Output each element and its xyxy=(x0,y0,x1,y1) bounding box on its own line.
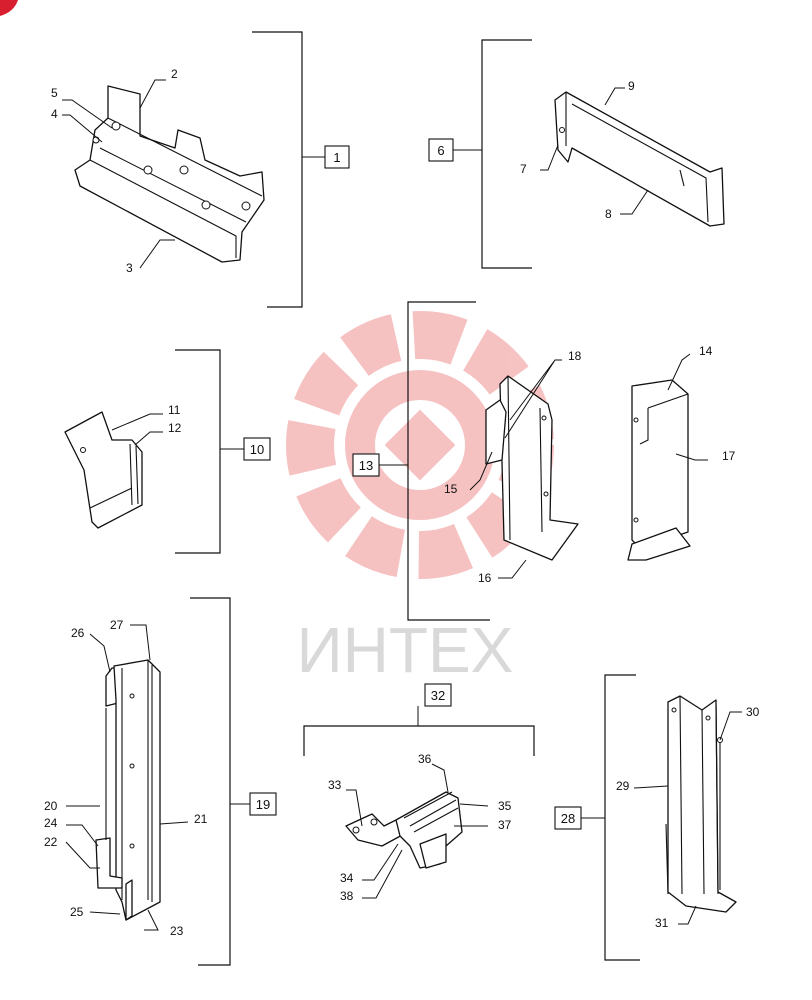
callout-7: 7 xyxy=(520,162,527,176)
callout-23: 23 xyxy=(170,924,184,938)
watermark-text: ИНТЕХ xyxy=(297,614,514,686)
group-13-assembly xyxy=(485,375,691,561)
callout-5: 5 xyxy=(51,86,58,100)
callout-26: 26 xyxy=(71,626,85,640)
callout-37: 37 xyxy=(498,818,512,832)
callout-34: 34 xyxy=(340,871,354,885)
callout-27: 27 xyxy=(110,618,124,632)
group-label-13: 13 xyxy=(359,458,373,473)
callout-31: 31 xyxy=(655,916,669,930)
callout-22: 22 xyxy=(44,835,58,849)
callout-11: 11 xyxy=(168,403,181,417)
callout-18: 18 xyxy=(568,349,582,363)
group-label-28: 28 xyxy=(561,811,575,826)
group-32-assembly xyxy=(345,791,463,869)
callout-2: 2 xyxy=(171,67,178,81)
group-28-assembly xyxy=(665,695,737,913)
group-6-assembly xyxy=(554,91,725,227)
group-label-1: 1 xyxy=(333,150,340,165)
callout-30: 30 xyxy=(746,705,760,719)
callout-24: 24 xyxy=(44,816,58,830)
group-19-assembly xyxy=(95,659,161,921)
callout-12: 12 xyxy=(168,421,182,435)
callout-8: 8 xyxy=(605,207,612,221)
corner-marker xyxy=(0,0,18,16)
callout-17: 17 xyxy=(722,449,736,463)
group-label-10: 10 xyxy=(250,442,264,457)
callout-9: 9 xyxy=(628,79,635,93)
callout-4: 4 xyxy=(51,107,58,121)
group-label-32: 32 xyxy=(431,688,445,703)
callout-25: 25 xyxy=(70,905,84,919)
callout-21: 21 xyxy=(194,812,208,826)
callout-33: 33 xyxy=(328,778,342,792)
callout-35: 35 xyxy=(498,799,512,813)
callout-36: 36 xyxy=(418,752,432,766)
callout-3: 3 xyxy=(126,261,133,275)
group-label-6: 6 xyxy=(437,143,444,158)
callout-29: 29 xyxy=(616,779,630,793)
group-10-assembly xyxy=(64,411,143,529)
callout-38: 38 xyxy=(340,889,354,903)
group-1-assembly xyxy=(74,85,265,263)
callout-15: 15 xyxy=(444,482,458,496)
callout-20: 20 xyxy=(44,799,58,813)
callout-14: 14 xyxy=(699,344,713,358)
callout-16: 16 xyxy=(478,571,492,585)
group-label-19: 19 xyxy=(256,797,270,812)
